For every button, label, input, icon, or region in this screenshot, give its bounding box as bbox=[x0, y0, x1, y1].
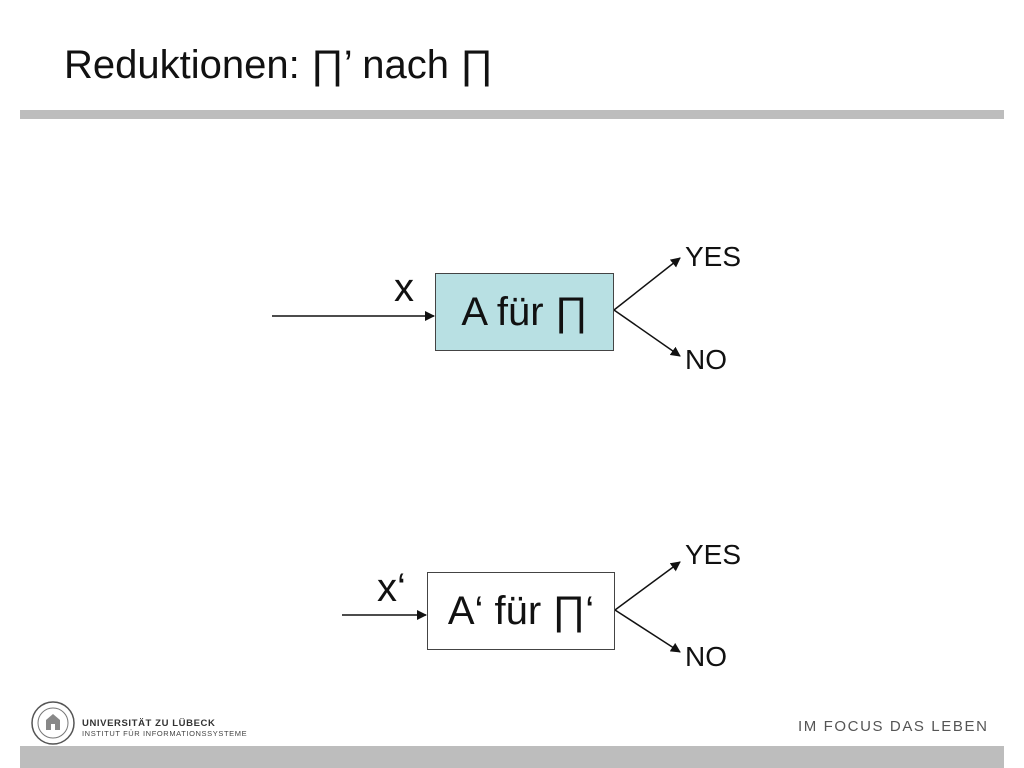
bottom-no-label: NO bbox=[685, 641, 727, 672]
university-seal-logo bbox=[30, 700, 76, 746]
bottom-no-arrow bbox=[614, 609, 681, 653]
top-no-arrow bbox=[613, 309, 681, 357]
top-yes-arrow bbox=[613, 257, 681, 311]
top-input-label: x bbox=[394, 266, 414, 310]
bottom-yes-arrow bbox=[614, 561, 681, 611]
top-no-label: NO bbox=[685, 344, 727, 375]
bottom-yes-label: YES bbox=[685, 539, 742, 570]
motto: IM FOCUS DAS LEBEN bbox=[798, 718, 989, 735]
institute-name: INSTITUT FÜR INFORMATIONSSYSTEME bbox=[82, 729, 248, 738]
algorithm-box-a: A für ∏ bbox=[435, 273, 614, 351]
bottom-input-label: x‘ bbox=[377, 566, 406, 610]
algorithm-box-a-prime: A‘ für ∏‘ bbox=[427, 572, 615, 650]
top-yes-label: YES bbox=[685, 241, 742, 272]
title-divider bbox=[20, 110, 1004, 119]
footer-bar bbox=[20, 746, 1004, 768]
university-name: UNIVERSITÄT ZU LÜBECK bbox=[82, 718, 216, 729]
slide-title: Reduktionen: ∏’ nach ∏ bbox=[64, 43, 494, 87]
